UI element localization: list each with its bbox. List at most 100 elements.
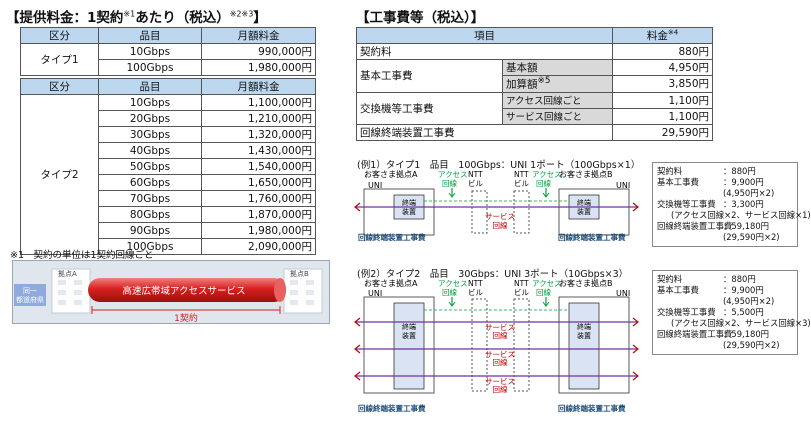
- contract-fee-label: 契約料: [356, 43, 613, 60]
- ntt-label-left: NTT: [468, 279, 483, 288]
- construction-label-a: 回線終端装置工事費: [358, 403, 426, 413]
- terminal-device-b: [568, 302, 600, 390]
- customer-b-label: お客さま拠点B: [559, 169, 613, 179]
- ntt-label-right-2: ビル: [514, 179, 529, 188]
- prefecture-box: [14, 284, 46, 306]
- construction-label-a: 回線終端装置工事費: [358, 232, 426, 242]
- type-label: タイプ1: [20, 43, 99, 76]
- ntt-label-right: NTT: [514, 170, 529, 179]
- access-arrow-left-head: [448, 301, 456, 307]
- access-arrow-right-head: [542, 301, 550, 307]
- basic-fee-label: 基本工事費: [356, 59, 503, 93]
- access-label-left-2: 回線: [442, 178, 457, 188]
- site-a-box: [363, 296, 435, 394]
- item-cell: 20Gbps: [98, 110, 202, 127]
- line2-end-left: [354, 344, 361, 354]
- access-label-right-2: 回線: [536, 178, 551, 188]
- ntt-building-left: [471, 190, 488, 234]
- access-label-right: アクセス: [532, 170, 562, 179]
- prefecture-line2: 都道府県: [16, 295, 44, 304]
- example1-diagram: お客さま拠点A お客さま拠点B UNI UNI NTT ビル NTT ビル アク…: [354, 169, 639, 242]
- item-cell: 70Gbps: [98, 190, 202, 207]
- header-category: 区分: [20, 27, 99, 44]
- terminal-label-a: 終端: [402, 198, 416, 207]
- site-a-box: [363, 188, 435, 236]
- termination-fee-price: 29,590円: [612, 123, 713, 141]
- service-label-2-2: 回線: [493, 357, 508, 367]
- line3-end-left: [354, 371, 361, 381]
- terminal-device-a: [393, 302, 425, 390]
- basic-fee-sub2: 加算額※5: [502, 75, 613, 93]
- header-monthly-fee: 月額料金: [201, 78, 316, 95]
- access-label-left-2: 回線: [442, 287, 457, 297]
- termination-fee-label: 回線終端装置工事費: [356, 123, 613, 141]
- uni-label-b: UNI: [616, 289, 630, 298]
- site-a-label: 拠点A: [58, 269, 77, 278]
- item-cell: 100Gbps: [98, 238, 202, 255]
- terminal-label-a-2: 装置: [402, 331, 416, 340]
- price-cell: 1,100,000円: [201, 94, 316, 111]
- exchange-fee-label: 交換機等工事費: [356, 91, 503, 125]
- terminal-label-a: 終端: [402, 322, 416, 331]
- ntt-label-left-2: ビル: [468, 288, 483, 297]
- service-name: 高速広帯域アクセスサービス: [122, 285, 245, 297]
- line2-end-right: [632, 344, 639, 354]
- site-b-box: [558, 296, 630, 394]
- example2-summary: 契約料：880円 基本工事費：9,900円 (4,950円×2) 交換機等工事費…: [652, 270, 811, 355]
- construction-label-b: 回線終端装置工事費: [558, 232, 626, 242]
- access-arrow-right-head: [542, 192, 550, 198]
- exchange-fee-sub1: アクセス回線ごと: [502, 91, 613, 109]
- item-cell: 80Gbps: [98, 206, 202, 223]
- item-cell: 40Gbps: [98, 142, 202, 159]
- header-item: 項目: [356, 27, 613, 44]
- service-label: サービス: [485, 212, 515, 221]
- prefecture-line1: 同一: [23, 287, 37, 295]
- item-cell: 50Gbps: [98, 158, 202, 175]
- header-item: 品目: [98, 78, 202, 95]
- ntt-label-left: NTT: [468, 170, 483, 179]
- line1-end-right: [632, 317, 639, 327]
- customer-a-label: お客さま拠点A: [364, 278, 418, 288]
- site-b-label: 拠点B: [290, 269, 309, 278]
- price-table-type1: 区分 品目 月額料金 タイプ1 10Gbps 990,000円 100Gbps …: [20, 27, 316, 76]
- price-cell: 1,980,000円: [201, 59, 316, 76]
- pipe-end: [274, 278, 286, 302]
- access-arrow-left-head: [448, 192, 456, 198]
- terminal-label-a-2: 装置: [402, 207, 416, 216]
- header-price: 料金※4: [612, 27, 713, 44]
- ntt-building-left: [471, 298, 488, 392]
- table-row: 回線終端装置工事費 29,590円: [356, 123, 713, 141]
- service-label-2: サービス: [485, 350, 515, 359]
- site-b-box: [558, 188, 630, 236]
- header-monthly-fee: 月額料金: [201, 27, 316, 44]
- line3-end-right: [632, 371, 639, 381]
- item-cell: 10Gbps: [98, 43, 202, 60]
- item-cell: 60Gbps: [98, 174, 202, 191]
- terminal-label-b: 終端: [577, 322, 591, 331]
- uni-label-a: UNI: [368, 181, 382, 190]
- construction-label-b: 回線終端装置工事費: [558, 403, 626, 413]
- access-label-left: アクセス: [438, 170, 468, 179]
- ntt-label-right: NTT: [514, 279, 529, 288]
- building-left-windows: [58, 280, 82, 305]
- terminal-label-b: 終端: [577, 198, 591, 207]
- line-end-right: [632, 202, 639, 212]
- price-cell: 990,000円: [201, 43, 316, 60]
- exchange-fee-price2: 1,100円: [612, 107, 713, 125]
- price-cell: 1,650,000円: [201, 174, 316, 191]
- price-cell: 1,870,000円: [201, 206, 316, 223]
- ntt-building-right: [513, 190, 530, 234]
- price-cell: 1,210,000円: [201, 110, 316, 127]
- price-cell: 1,430,000円: [201, 142, 316, 159]
- service-pipe: [88, 278, 286, 302]
- customer-a-label: お客さま拠点A: [364, 169, 418, 179]
- header-category: 区分: [20, 78, 99, 95]
- exchange-fee-sub2: サービス回線ごと: [502, 107, 613, 125]
- service-label-2: 回線: [493, 220, 508, 230]
- line1-end-left: [354, 317, 361, 327]
- example2-title: (例2）タイプ2 品目 30Gbps：UNI 3ポート（10Gbps×3）: [357, 269, 629, 280]
- ntt-building-right: [513, 298, 530, 392]
